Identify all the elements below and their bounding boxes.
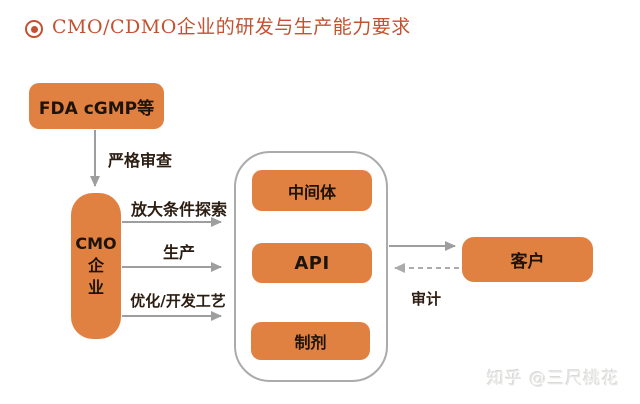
product-group-container (234, 151, 388, 382)
formulation-box: 制剂 (251, 322, 370, 360)
bullet-target-icon (25, 20, 43, 38)
cmo-enterprise-box: CMO 企 业 (71, 193, 121, 339)
fda-cgmp-box: FDA cGMP等 (29, 83, 164, 129)
page-title: CMO/CDMO企业的研发与生产能力要求 (52, 16, 411, 38)
customer-box: 客户 (462, 237, 593, 282)
zhihu-watermark: 知乎 @三尺桃花 (487, 369, 620, 389)
production-label: 生产 (162, 243, 195, 262)
scale-up-label: 放大条件探索 (130, 200, 227, 219)
intermediate-box: 中间体 (252, 170, 372, 211)
audit-label: 审计 (411, 290, 442, 308)
strict-review-label: 严格审查 (108, 151, 173, 170)
process-dev-label: 优化/开发工艺 (130, 292, 226, 310)
api-box: API (252, 243, 372, 283)
